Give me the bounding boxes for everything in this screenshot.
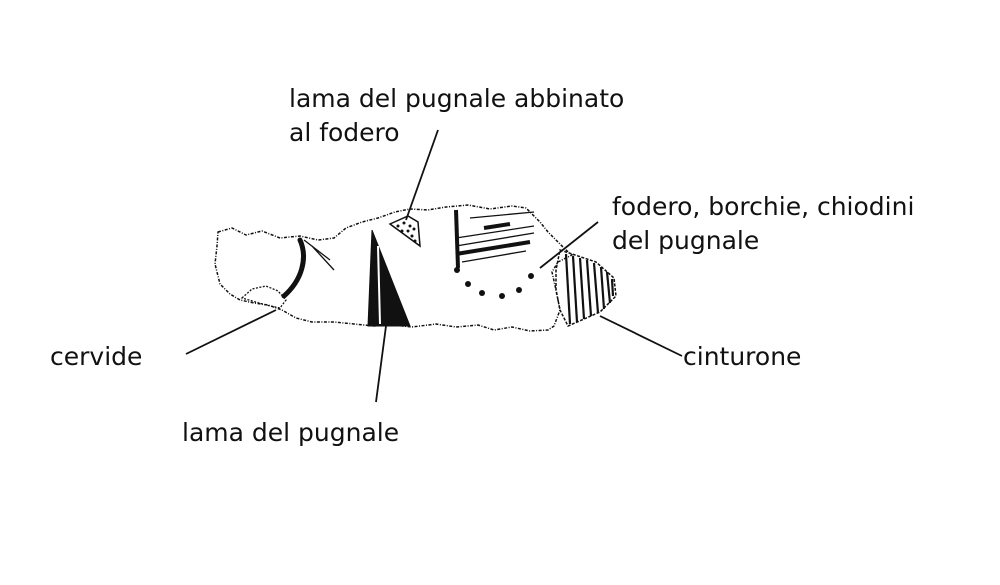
blade-sheath-dots — [396, 221, 417, 243]
stone-fragment-outline — [214, 204, 573, 332]
label-sheath-studs-line1: fodero, borchie, chiodini — [612, 192, 915, 221]
leader-belt — [599, 315, 683, 357]
deer-antler-lines — [303, 239, 335, 271]
leader-sheath-studs — [539, 221, 599, 269]
label-blade-sheath: lama del pugnale abbinato al fodero — [289, 82, 624, 150]
leader-blade — [375, 325, 387, 403]
leader-lines — [185, 129, 683, 403]
label-blade-sheath-line2: al fodero — [289, 118, 400, 147]
label-sheath-studs: fodero, borchie, chiodini del pugnale — [612, 190, 914, 258]
blade-sheath-tip — [388, 215, 421, 248]
sheath-studs — [454, 267, 534, 299]
label-blade-sheath-line1: lama del pugnale abbinato — [289, 84, 625, 113]
label-sheath-studs-line2: del pugnale — [612, 226, 760, 255]
belt-outline — [555, 249, 617, 327]
label-deer: cervide — [50, 342, 143, 371]
sheath-lines — [454, 209, 535, 269]
leader-deer — [185, 309, 277, 355]
dagger-blade — [367, 229, 411, 327]
deer-figure — [281, 237, 306, 299]
leader-blade-sheath — [405, 129, 439, 221]
stone-chip — [240, 285, 287, 309]
belt-stripes — [564, 253, 615, 325]
label-belt: cinturone — [683, 342, 802, 371]
dagger-blade-highlight — [377, 245, 381, 325]
label-blade: lama del pugnale — [182, 418, 400, 447]
